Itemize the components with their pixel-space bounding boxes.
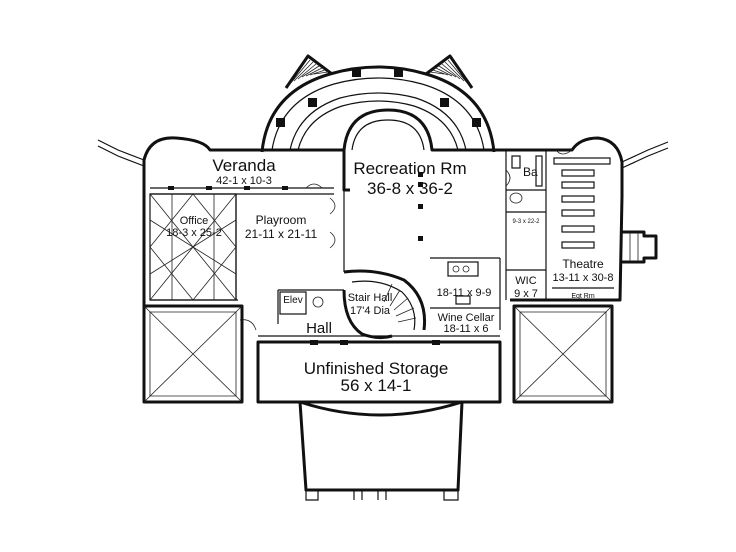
lower-wing bbox=[298, 400, 464, 501]
wic-name: WIC bbox=[515, 275, 536, 287]
veranda-name: Veranda bbox=[212, 156, 276, 175]
left-railing bbox=[97, 139, 145, 167]
curved-terrace bbox=[260, 65, 496, 153]
elevator-area bbox=[279, 291, 324, 315]
room-wic: WIC 9 x 7 bbox=[514, 275, 538, 300]
stair-hall-name: Stair Hall bbox=[348, 292, 393, 304]
recreation-name: Recreation Rm bbox=[353, 159, 466, 178]
right-railing bbox=[621, 141, 669, 169]
wine-cellar-name: Wine Cellar bbox=[438, 312, 495, 324]
wic-size: 9 x 7 bbox=[514, 288, 538, 300]
veranda-size: 42-1 x 10-3 bbox=[216, 175, 272, 187]
hall-name: Hall bbox=[306, 320, 332, 337]
theatre-size: 13-11 x 30-8 bbox=[553, 272, 614, 284]
theatre-name: Theatre bbox=[562, 257, 604, 271]
closet-small-size: 9-3 x 22-2 bbox=[512, 219, 540, 225]
room-veranda: Veranda 42-1 x 10-3 bbox=[212, 156, 276, 187]
stair-hall-size: 17'4 Dia bbox=[350, 305, 391, 317]
room-stair-hall: Stair Hall 17'4 Dia bbox=[348, 292, 393, 317]
room-office: Office 18-3 x 25-2 bbox=[166, 215, 222, 239]
door-swings bbox=[239, 149, 573, 331]
equipment-name: Eqt Rm bbox=[571, 293, 595, 300]
office-skylight bbox=[149, 193, 237, 301]
storage-size: 56 x 14-1 bbox=[341, 376, 412, 395]
elevator-name: Elev bbox=[283, 295, 302, 306]
playroom-name: Playroom bbox=[256, 213, 307, 227]
room-playroom: Playroom 21-11 x 21-11 bbox=[245, 213, 318, 241]
room-recreation: Recreation Rm 36-8 x 36-2 bbox=[353, 159, 466, 198]
room-equipment: Eqt Rm bbox=[571, 293, 595, 300]
playroom-size: 21-11 x 21-11 bbox=[245, 227, 318, 241]
wine-cellar-size: 18-11 x 6 bbox=[443, 323, 488, 335]
office-size: 18-3 x 25-2 bbox=[166, 227, 222, 239]
room-hall: Hall bbox=[306, 320, 332, 337]
room-bar: 18-11 x 9-9 bbox=[437, 287, 492, 299]
theatre-exterior-stair bbox=[620, 230, 658, 264]
office-name: Office bbox=[180, 215, 209, 227]
stair-hall-drum bbox=[342, 269, 427, 340]
room-theatre: Theatre 13-11 x 30-8 bbox=[553, 257, 614, 284]
side-storage-blocks bbox=[142, 304, 614, 404]
bath-name: Ba bbox=[523, 165, 538, 179]
recreation-size: 36-8 x 36-2 bbox=[367, 179, 453, 198]
recreation-columns bbox=[418, 172, 423, 241]
room-elevator: Elev bbox=[283, 295, 302, 306]
room-wine-cellar: Wine Cellar 18-11 x 6 bbox=[438, 312, 495, 335]
right-fan-stair bbox=[425, 54, 474, 89]
veranda-columns bbox=[168, 186, 288, 190]
unfinished-storage-outline bbox=[256, 335, 502, 404]
storage-name: Unfinished Storage bbox=[304, 359, 449, 378]
left-fan-stair bbox=[284, 54, 333, 89]
bar-counter bbox=[447, 261, 479, 305]
bath-fixtures bbox=[509, 155, 543, 204]
room-bath: Ba bbox=[523, 165, 538, 179]
room-closet-small: 9-3 x 22-2 bbox=[512, 219, 540, 225]
bar-size: 18-11 x 9-9 bbox=[437, 287, 492, 299]
room-storage: Unfinished Storage 56 x 14-1 bbox=[304, 359, 449, 395]
theatre-seating bbox=[553, 157, 611, 249]
